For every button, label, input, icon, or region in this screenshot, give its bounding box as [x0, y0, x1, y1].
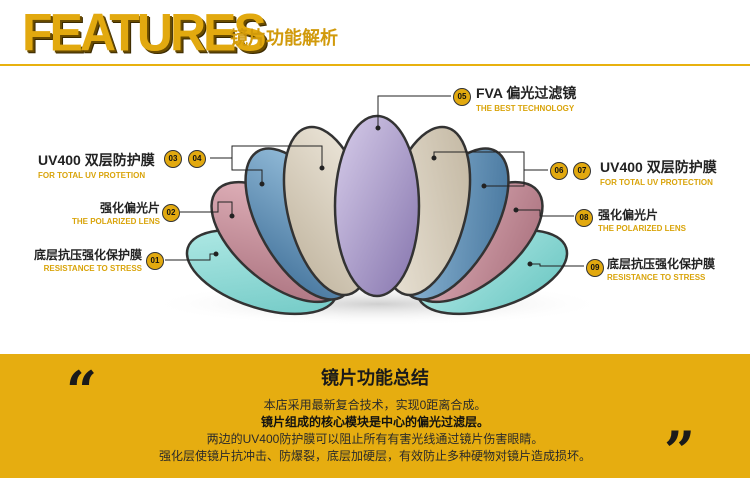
- close-quote-icon: ”: [664, 419, 696, 483]
- summary-line-2: 镜片组成的核心模块是中心的偏光过滤层。: [260, 415, 489, 429]
- summary-line-1: 本店采用最新复合技术，实现0距离合成。: [263, 398, 487, 412]
- label-01: 底层抗压强化保护膜 RESISTANCE TO STRESS: [20, 246, 142, 273]
- badge-08: 08: [575, 209, 593, 227]
- badge-01: 01: [146, 252, 164, 270]
- label-05: FVA 偏光过滤镜 THE BEST TECHNOLOGY: [476, 83, 576, 113]
- features-logo-text: FEATURES: [22, 3, 267, 62]
- badge-02: 02: [162, 204, 180, 222]
- lens-layer-05: [333, 114, 421, 298]
- label-09-zh: 底层抗压强化保护膜: [607, 257, 716, 271]
- label-06-07-zh: UV400 双层防护膜: [600, 159, 717, 175]
- lens-fan-illustration: [148, 95, 608, 326]
- badge-07: 07: [573, 162, 591, 180]
- label-03-04-en: FOR TOTAL UV PROTETION: [38, 171, 146, 180]
- label-01-en: RESISTANCE TO STRESS: [43, 264, 142, 273]
- summary-title: 镜片功能总结: [321, 368, 429, 388]
- label-03-04: UV400 双层防护膜 FOR TOTAL UV PROTETION: [38, 150, 155, 180]
- badge-06: 06: [550, 162, 568, 180]
- label-02-zh: 强化偏光片: [99, 201, 160, 215]
- label-01-zh: 底层抗压强化保护膜: [33, 248, 142, 262]
- label-02: 强化偏光片 THE POLARIZED LENS: [64, 199, 160, 226]
- header: FEATURES 镜片功能解析: [0, 0, 750, 64]
- label-06-07-en: FOR TOTAL UV PROTECTION: [600, 178, 713, 187]
- label-05-zh: FVA 偏光过滤镜: [476, 85, 577, 101]
- badge-04: 04: [188, 150, 206, 168]
- summary-panel: “ ” 镜片功能总结 本店采用最新复合技术，实现0距离合成。 镜片组成的核心模块…: [0, 354, 750, 478]
- page-subtitle: 镜片功能解析: [230, 28, 338, 48]
- badge-05: 05: [453, 88, 471, 106]
- label-03-04-zh: UV400 双层防护膜: [38, 152, 155, 168]
- badge-09: 09: [586, 259, 604, 277]
- label-08-zh: 强化偏光片: [598, 208, 659, 222]
- label-08-en: THE POLARIZED LENS: [598, 224, 687, 233]
- badge-03: 03: [164, 150, 182, 168]
- lens-diagram: 05 FVA 偏光过滤镜 THE BEST TECHNOLOGY UV400 双…: [0, 66, 750, 356]
- summary-line-3: 两边的UV400防护膜可以阻止所有有害光线通过镜片伤害眼睛。: [206, 432, 544, 446]
- header-divider: [0, 64, 750, 66]
- label-02-en: THE POLARIZED LENS: [71, 217, 160, 226]
- label-05-en: THE BEST TECHNOLOGY: [476, 104, 575, 113]
- label-08: 强化偏光片 THE POLARIZED LENS: [598, 206, 686, 233]
- label-09: 底层抗压强化保护膜 RESISTANCE TO STRESS: [607, 255, 715, 282]
- label-09-en: RESISTANCE TO STRESS: [607, 273, 706, 282]
- open-quote-icon: “: [66, 359, 98, 423]
- summary-line-4: 强化层使镜片抗冲击、防爆裂，底层加硬层，有效防止多种硬物对镜片造成损坏。: [158, 449, 591, 463]
- label-06-07: UV400 双层防护膜 FOR TOTAL UV PROTECTION: [600, 157, 717, 187]
